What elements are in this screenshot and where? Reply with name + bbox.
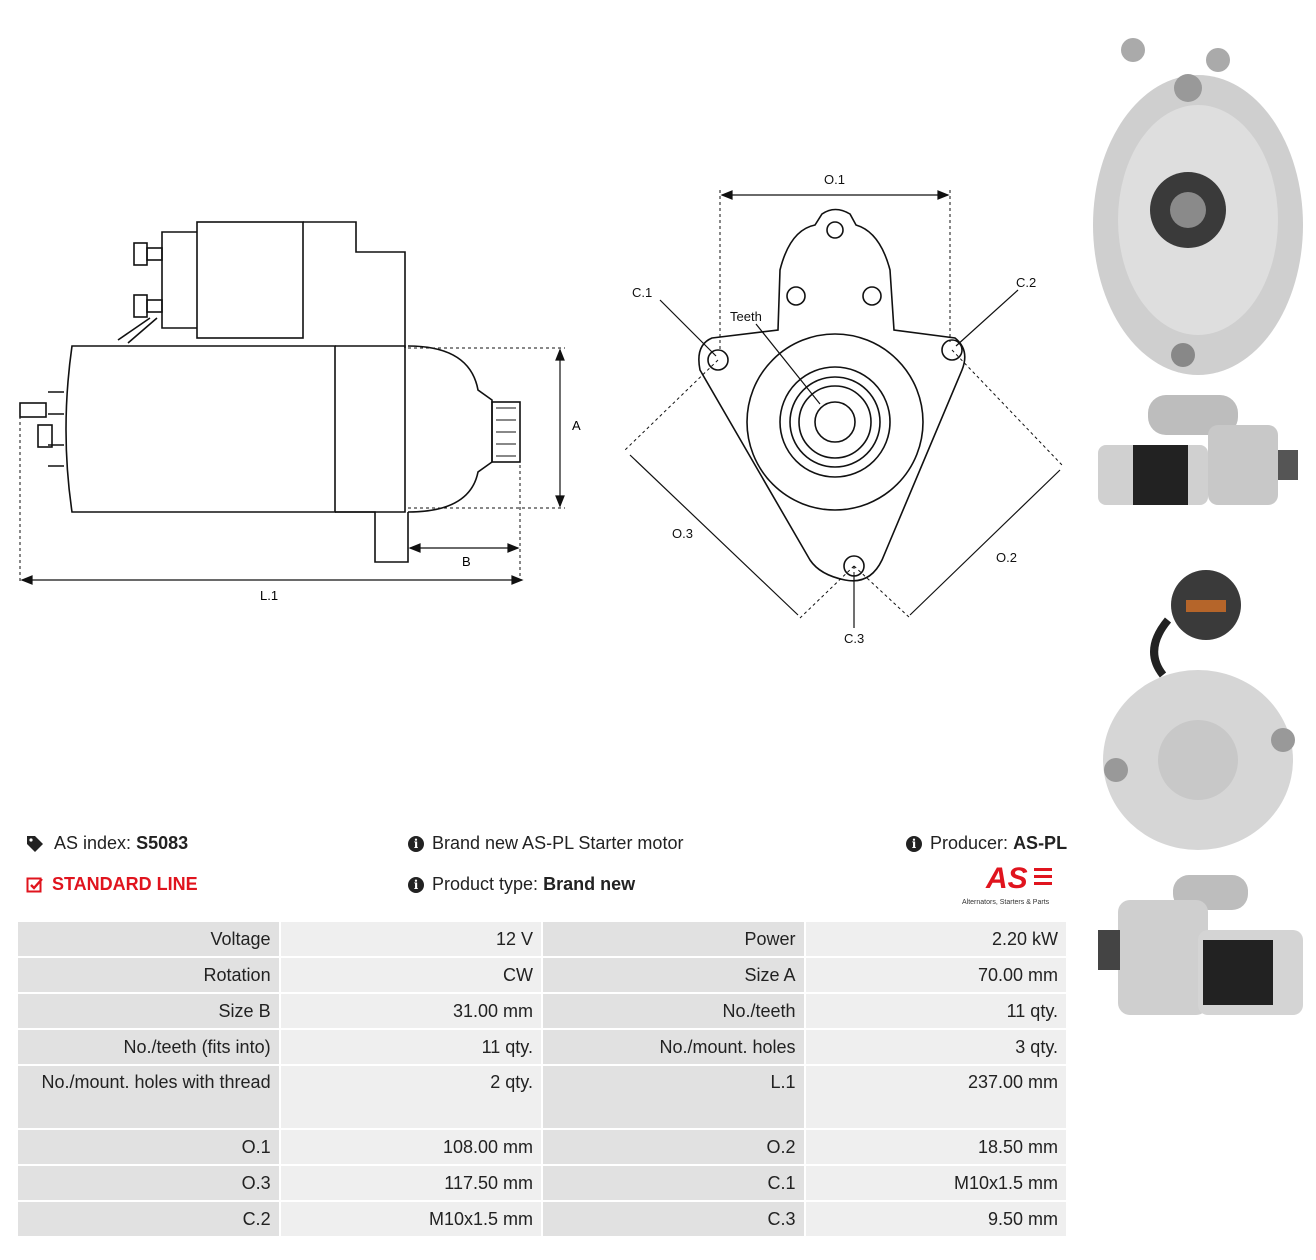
spec-label: C.1 — [540, 1164, 806, 1202]
spec-label: Size A — [540, 956, 806, 994]
spec-label: C.3 — [540, 1200, 806, 1238]
table-row: O.3 117.50 mm C.1 M10x1.5 mm — [16, 1164, 1069, 1202]
spec-value: 11 qty. — [803, 992, 1069, 1030]
solenoid-body — [196, 221, 304, 339]
product-type-label: Product type: — [432, 874, 539, 894]
table-row: Rotation CW Size A 70.00 mm — [16, 956, 1069, 994]
line-badge-text: STANDARD LINE — [52, 874, 198, 894]
checkbox-checked-icon — [26, 877, 43, 892]
producer-value: AS-PL — [1013, 833, 1068, 853]
spec-value: 9.50 mm — [803, 1200, 1069, 1238]
label-b: B — [462, 554, 471, 569]
description: i Brand new AS-PL Starter motor — [408, 833, 683, 854]
spec-value: 31.00 mm — [278, 992, 543, 1030]
description-text: Brand new AS-PL Starter motor — [432, 833, 684, 853]
motor-body — [65, 345, 336, 513]
table-row: No./mount. holes with thread 2 qty. L.1 … — [16, 1064, 1069, 1130]
spec-label: No./mount. holes with thread — [16, 1064, 281, 1130]
as-index-value: S5083 — [136, 833, 189, 853]
photo-front-view — [1093, 38, 1303, 375]
table-row: C.2 M10x1.5 mm C.3 9.50 mm — [16, 1200, 1069, 1238]
spec-value: 70.00 mm — [803, 956, 1069, 994]
label-c1: C.1 — [632, 285, 652, 300]
product-type-value: Brand new — [543, 874, 636, 894]
spec-label: O.1 — [16, 1128, 281, 1166]
table-row: Voltage 12 V Power 2.20 kW — [16, 920, 1069, 958]
spec-value: CW — [278, 956, 543, 994]
photo-side-view-2 — [1098, 875, 1303, 1015]
spec-value: 237.00 mm — [803, 1064, 1069, 1130]
spec-label: No./mount. holes — [540, 1028, 806, 1066]
spec-label: Size B — [16, 992, 281, 1030]
table-row: Size B 31.00 mm No./teeth 11 qty. — [16, 992, 1069, 1030]
tags-icon — [27, 835, 43, 852]
spec-label: No./teeth (fits into) — [16, 1028, 281, 1066]
photo-rear-view — [1103, 570, 1295, 850]
as-index-label: AS index: — [54, 833, 132, 853]
label-a: A — [572, 418, 581, 433]
as-pl-logo: AS Alternators, Starters & Parts — [962, 862, 1068, 906]
label-teeth: Teeth — [730, 309, 762, 324]
standard-line-badge: STANDARD LINE — [26, 874, 198, 895]
spec-label: Voltage — [16, 920, 281, 958]
producer: i Producer: AS-PL — [906, 833, 1067, 854]
spec-value: 12 V — [278, 920, 543, 958]
spec-value: 117.50 mm — [278, 1164, 543, 1202]
spec-label: Power — [540, 920, 806, 958]
table-row: O.1 108.00 mm O.2 18.50 mm — [16, 1128, 1069, 1166]
spec-value: 2.20 kW — [803, 920, 1069, 958]
photo-side-view — [1098, 395, 1298, 505]
table-row: No./teeth (fits into) 11 qty. No./mount.… — [16, 1028, 1069, 1066]
label-o3: O.3 — [672, 526, 693, 541]
info-icon: i — [408, 835, 424, 852]
label-o1: O.1 — [824, 172, 845, 187]
spec-value: M10x1.5 mm — [278, 1200, 543, 1238]
label-l1: L.1 — [260, 588, 278, 603]
as-logo-mark: AS — [985, 862, 1052, 895]
spec-label: O.2 — [540, 1128, 806, 1166]
specs-table: Voltage 12 V Power 2.20 kW Rotation CW S… — [16, 920, 1069, 1238]
spec-label: L.1 — [540, 1064, 806, 1130]
spec-value: M10x1.5 mm — [803, 1164, 1069, 1202]
as-index: AS index: S5083 — [26, 833, 188, 854]
label-c3: C.3 — [844, 631, 864, 646]
product-type: i Product type: Brand new — [408, 874, 635, 895]
spec-value: 18.50 mm — [803, 1128, 1069, 1166]
info-icon: i — [408, 876, 424, 893]
spec-value: 11 qty. — [278, 1028, 543, 1066]
logo-tagline: Alternators, Starters & Parts — [962, 899, 1050, 906]
info-icon: i — [906, 835, 922, 852]
spec-label: Rotation — [16, 956, 281, 994]
spec-label: C.2 — [16, 1200, 281, 1238]
flange-outline — [698, 208, 966, 582]
spec-value: 2 qty. — [278, 1064, 543, 1130]
technical-drawing: A B L.1 O.1 C.1 C.2 Teeth O.3 O.2 C.3 — [19, 172, 1063, 646]
spec-value: 3 qty. — [803, 1028, 1069, 1066]
spec-label: O.3 — [16, 1164, 281, 1202]
housing-circle — [746, 333, 924, 511]
logo-text: AS — [985, 862, 1028, 892]
spec-value: 108.00 mm — [278, 1128, 543, 1166]
label-o2: O.2 — [996, 550, 1017, 565]
spec-label: No./teeth — [540, 992, 806, 1030]
producer-label: Producer: — [930, 833, 1009, 853]
label-c2: C.2 — [1016, 275, 1036, 290]
